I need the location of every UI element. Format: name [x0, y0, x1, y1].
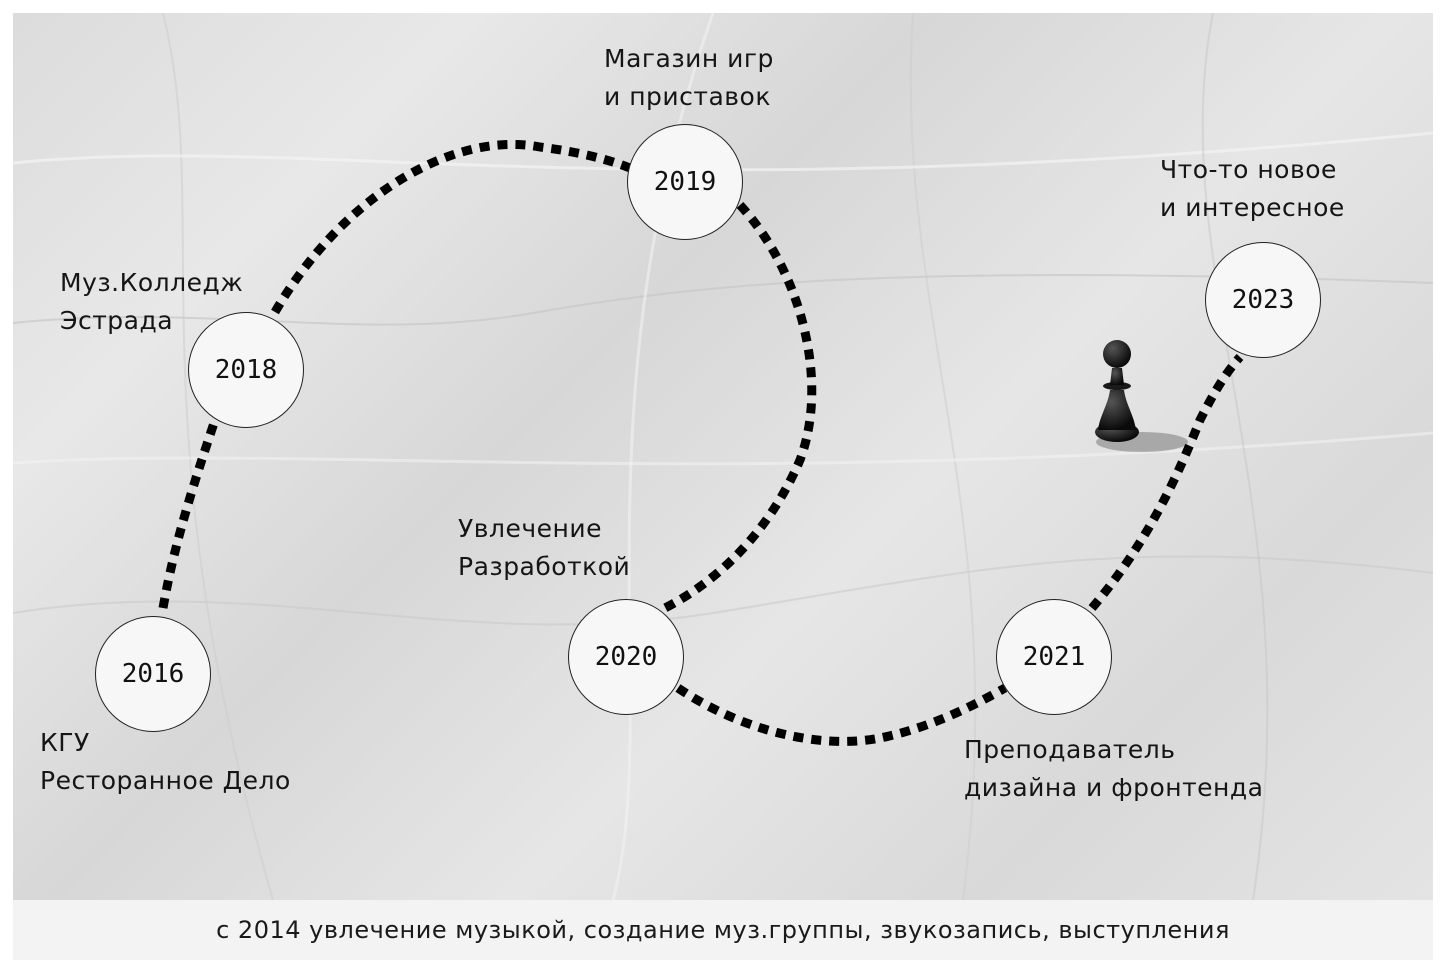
path-segment-2018-2019 [271, 139, 632, 315]
footer-caption: с 2014 увлечение музыкой, создание муз.г… [13, 900, 1433, 960]
milestone-year: 2020 [594, 642, 658, 672]
milestone-2021: 2021 [996, 599, 1112, 715]
milestone-year: 2018 [214, 355, 278, 385]
label-line: Магазин игр [604, 44, 774, 73]
label-line: КГУ [40, 728, 90, 757]
label-line: Что-то новое [1160, 155, 1337, 184]
milestone-2023: 2023 [1205, 242, 1321, 358]
label-line: Муз.Колледж [60, 268, 244, 297]
milestone-label-2016: КГУ Ресторанное Дело [40, 724, 291, 800]
chess-pawn-icon [1095, 340, 1188, 452]
milestone-2020: 2020 [568, 599, 684, 715]
label-line: и приставок [604, 82, 771, 111]
milestone-year: 2023 [1231, 285, 1295, 315]
label-line: Разработкой [458, 552, 631, 581]
label-line: Преподаватель [964, 735, 1176, 764]
milestone-label-2021: Преподаватель дизайна и фронтенда [964, 731, 1263, 807]
milestone-label-2019: Магазин игр и приставок [604, 40, 774, 116]
label-line: Эстрада [60, 306, 174, 335]
path-segment-2021-2023 [1088, 353, 1244, 611]
label-line: и интересное [1160, 193, 1345, 222]
path-segment-2020-2021 [675, 684, 1008, 746]
milestone-2019: 2019 [627, 124, 743, 240]
milestone-label-2023: Что-то новое и интересное [1160, 151, 1345, 227]
milestone-2016: 2016 [95, 616, 211, 732]
path-segment-2016-2018 [158, 418, 220, 609]
milestone-label-2020: Увлечение Разработкой [458, 510, 630, 586]
milestone-year: 2021 [1022, 642, 1086, 672]
milestone-year: 2016 [121, 659, 185, 689]
footer-text: с 2014 увлечение музыкой, создание муз.г… [216, 916, 1230, 944]
milestone-2018: 2018 [188, 312, 304, 428]
path-segment-2019-2020 [662, 201, 817, 613]
label-line: Увлечение [458, 514, 602, 543]
milestone-year: 2019 [653, 167, 717, 197]
label-line: дизайна и фронтенда [964, 773, 1264, 802]
milestone-label-2018: Муз.Колледж Эстрада [60, 264, 243, 340]
timeline-path [158, 139, 1244, 746]
label-line: Ресторанное Дело [40, 766, 291, 795]
